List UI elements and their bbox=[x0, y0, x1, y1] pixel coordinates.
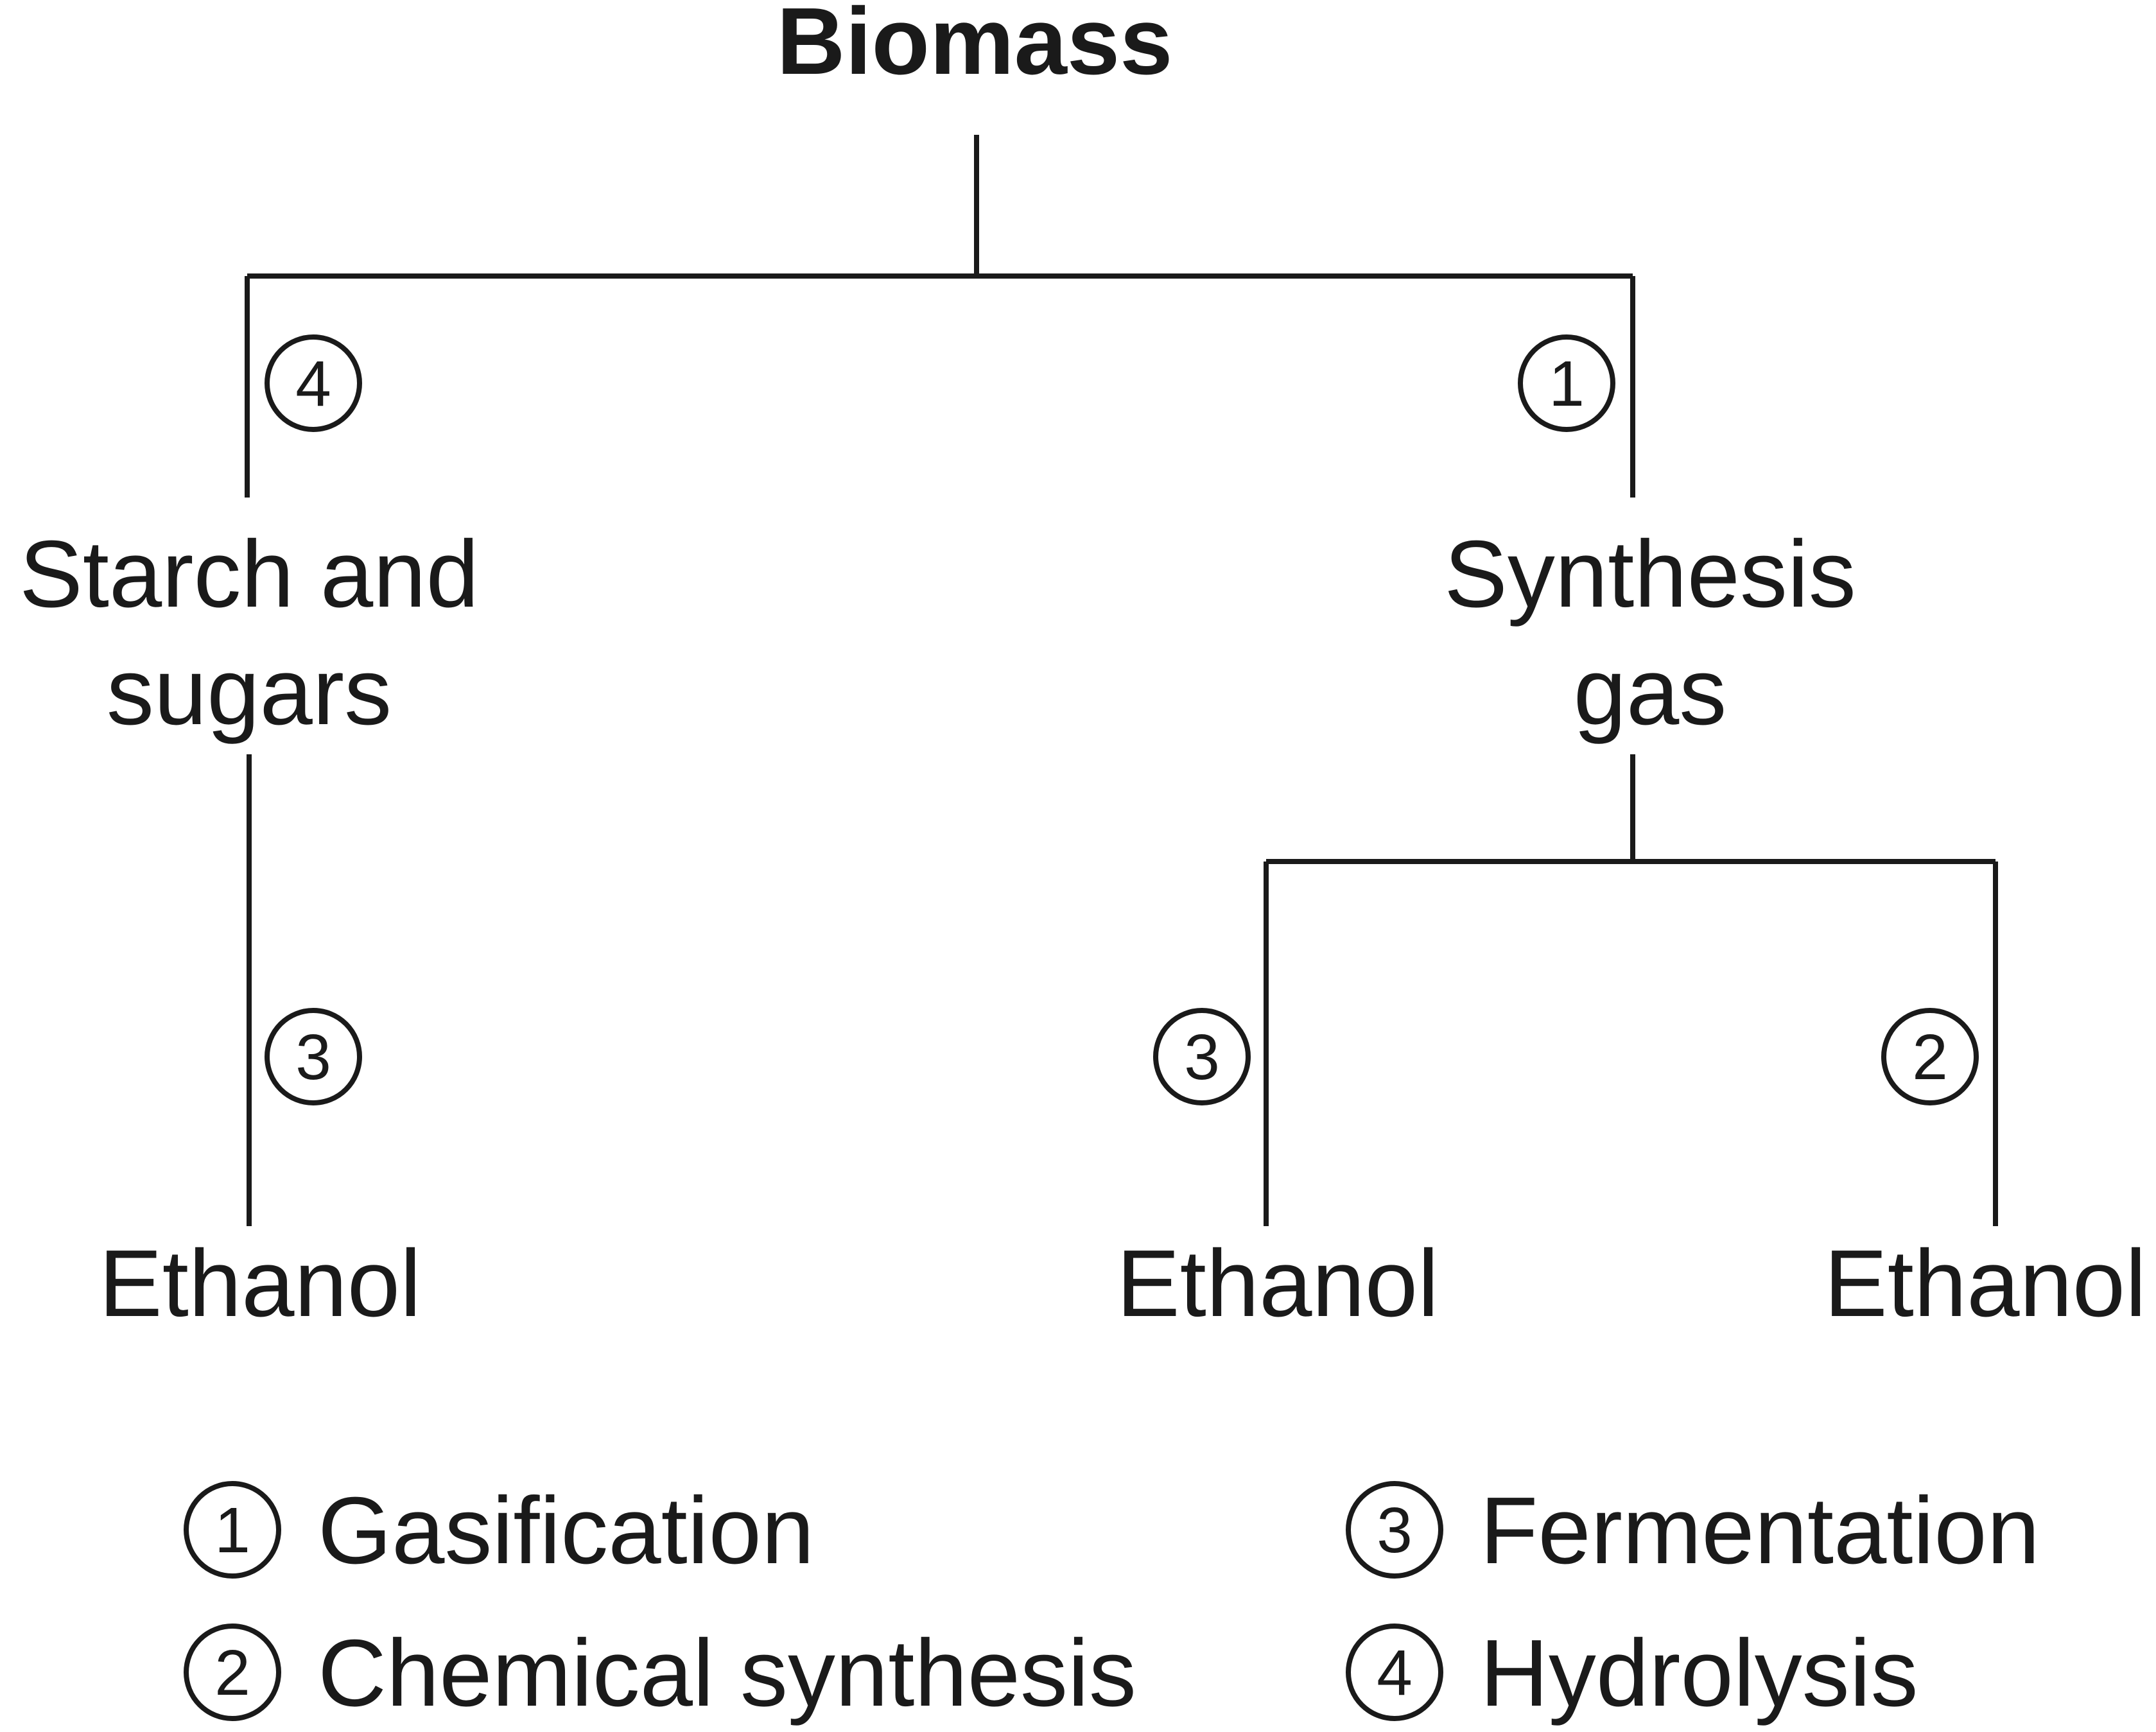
legend-number: 2 bbox=[214, 1637, 250, 1709]
step-badge-number: 3 bbox=[1184, 1021, 1220, 1093]
step-badge-biomass-to-syngas: 1 bbox=[1518, 334, 1615, 432]
legend-label: Fermentation bbox=[1480, 1478, 2040, 1584]
step-badge-number: 1 bbox=[1549, 348, 1585, 420]
legend-number-ring bbox=[1346, 1481, 1443, 1579]
node-ethanol-middle: Ethanol bbox=[1117, 1231, 1439, 1337]
legend: 1 Gasification 2 Chemical synthesis 3 Fe… bbox=[184, 1478, 2040, 1726]
legend-item-4: 4 Hydrolysis bbox=[1346, 1620, 1918, 1726]
node-synthesis-gas-line2: gas bbox=[1574, 639, 1727, 745]
root-node-biomass: Biomass bbox=[777, 0, 1173, 94]
step-badge-biomass-to-starch: 4 bbox=[265, 334, 362, 432]
legend-item-1: 1 Gasification bbox=[184, 1478, 814, 1584]
legend-number: 1 bbox=[214, 1494, 250, 1566]
legend-number-ring bbox=[184, 1624, 281, 1721]
node-ethanol-left: Ethanol bbox=[99, 1231, 421, 1337]
step-badge-syngas-to-ethanol-middle: 3 bbox=[1153, 1008, 1251, 1105]
node-starch-sugars-line1: Starch and bbox=[19, 521, 479, 627]
step-badge-starch-to-ethanol: 3 bbox=[265, 1008, 362, 1105]
legend-number: 3 bbox=[1377, 1494, 1413, 1566]
legend-number-ring bbox=[184, 1481, 281, 1579]
step-badge-ring bbox=[1153, 1008, 1251, 1105]
step-badge-number: 4 bbox=[295, 348, 331, 420]
node-ethanol-right: Ethanol bbox=[1824, 1231, 2146, 1337]
node-starch-sugars-line2: sugars bbox=[107, 639, 392, 745]
step-badge-number: 2 bbox=[1912, 1021, 1948, 1093]
step-badge-ring bbox=[265, 334, 362, 432]
legend-number: 4 bbox=[1377, 1637, 1413, 1709]
step-badge-ring bbox=[1518, 334, 1615, 432]
step-badge-ring bbox=[1881, 1008, 1979, 1105]
step-badge-syngas-to-ethanol-right: 2 bbox=[1881, 1008, 1979, 1105]
step-badge-ring bbox=[265, 1008, 362, 1105]
legend-number-ring bbox=[1346, 1624, 1443, 1721]
node-synthesis-gas-line1: Synthesis bbox=[1444, 521, 1856, 627]
legend-label: Gasification bbox=[318, 1478, 814, 1584]
legend-label: Chemical synthesis bbox=[318, 1620, 1136, 1726]
legend-item-3: 3 Fermentation bbox=[1346, 1478, 2040, 1584]
legend-label: Hydrolysis bbox=[1480, 1620, 1918, 1726]
step-badge-number: 3 bbox=[295, 1021, 331, 1093]
legend-item-2: 2 Chemical synthesis bbox=[184, 1620, 1136, 1726]
connectors bbox=[245, 135, 1998, 1226]
